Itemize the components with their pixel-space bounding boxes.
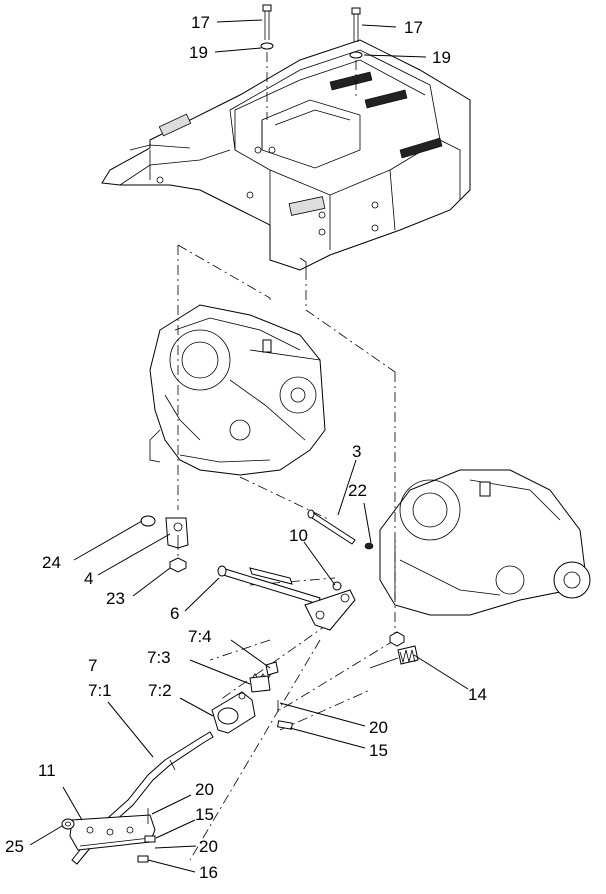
leader-lines xyxy=(29,19,469,873)
nut-25 xyxy=(61,818,75,830)
callout-4: 4 xyxy=(84,569,93,588)
pin-16 xyxy=(137,855,149,863)
pivot-7-2 xyxy=(211,691,256,734)
bracket-4 xyxy=(140,515,189,549)
pin-15-lower xyxy=(144,808,156,843)
shaft-3 xyxy=(307,509,356,545)
cap-7-4 xyxy=(265,661,279,676)
callout-24: 24 xyxy=(42,553,61,572)
callout-15-lower: 15 xyxy=(195,805,214,824)
frame-assembly xyxy=(101,39,471,271)
bolt-17-right xyxy=(349,7,363,100)
nut-23 xyxy=(169,557,187,573)
left-transmission xyxy=(149,304,326,476)
callout-16: 16 xyxy=(199,863,218,882)
callout-7: 7 xyxy=(88,656,97,675)
callout-17-right: 17 xyxy=(404,18,423,37)
callout-15-upper: 15 xyxy=(369,741,388,760)
callouts: 17 17 19 19 3 22 10 24 4 23 6 7:4 7:3 7 … xyxy=(5,13,487,882)
callout-7-4: 7:4 xyxy=(188,627,212,646)
callout-23: 23 xyxy=(106,589,125,608)
callout-7-3: 7:3 xyxy=(147,648,171,667)
callout-19-left: 19 xyxy=(189,43,208,62)
callout-7-1: 7:1 xyxy=(88,681,112,700)
pin-20-upper xyxy=(277,700,293,730)
spring-14 xyxy=(369,645,419,669)
lever-6 xyxy=(217,565,356,631)
callout-11: 11 xyxy=(38,761,56,780)
callout-7-2: 7:2 xyxy=(148,681,172,700)
callout-6: 6 xyxy=(170,604,179,623)
bolt-17-left xyxy=(260,4,274,120)
spring-7-3 xyxy=(249,673,272,693)
callout-14: 14 xyxy=(468,685,487,704)
bracket-11 xyxy=(69,814,156,851)
callout-22: 22 xyxy=(348,481,367,500)
callout-25: 25 xyxy=(5,837,24,856)
clip-22 xyxy=(364,542,374,550)
right-transmission xyxy=(379,469,591,616)
callout-20-middle: 20 xyxy=(195,780,214,799)
callout-10: 10 xyxy=(289,526,308,545)
callout-17-left: 17 xyxy=(191,13,210,32)
callout-3: 3 xyxy=(352,442,361,461)
callout-20-upper: 20 xyxy=(369,718,388,737)
callout-19-right: 19 xyxy=(432,48,451,67)
callout-20-lower: 20 xyxy=(199,837,218,856)
nut-bottom-right xyxy=(389,631,405,647)
